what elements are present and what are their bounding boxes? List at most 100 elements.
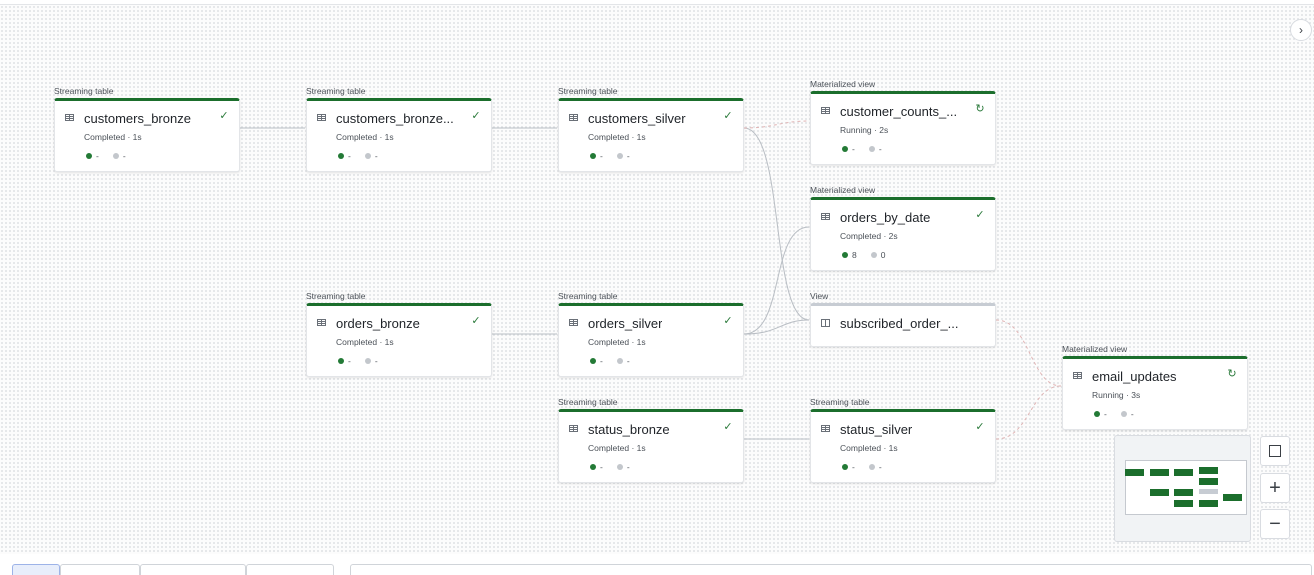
dropped-dot-icon: [616, 357, 623, 364]
metric-dropped: -: [374, 355, 378, 366]
view-icon: [821, 319, 830, 327]
minimap-node: [1174, 489, 1193, 496]
node-orders_by_date[interactable]: Materialized view orders_by_date ✓ Compl…: [810, 185, 996, 271]
metric-dropped: -: [626, 461, 630, 472]
table-icon: [317, 114, 326, 121]
check-circle-icon: ✓: [471, 315, 481, 327]
dropped-dot-icon: [364, 357, 371, 364]
check-circle-icon: ✓: [219, 110, 229, 122]
dropped-dot-icon: [870, 251, 877, 258]
node-metrics: --: [338, 355, 392, 366]
node-metrics: --: [1094, 408, 1148, 419]
node-customers_bronze_2[interactable]: Streaming table customers_bronze... ✓ Co…: [306, 86, 492, 172]
upserted-dot-icon: [590, 357, 596, 364]
fit-screen-button[interactable]: [1260, 436, 1290, 466]
zoom-out-button[interactable]: −: [1260, 509, 1290, 539]
node-subscribed_order[interactable]: View subscribed_order_...: [810, 291, 996, 347]
check-circle-icon: ✓: [975, 421, 985, 433]
node-name: status_silver: [840, 422, 913, 437]
minimap-node: [1174, 500, 1193, 507]
node-type-label: Materialized view: [810, 79, 876, 89]
node-orders_silver[interactable]: Streaming table orders_silver ✓ Complete…: [558, 291, 744, 377]
node-type-label: Streaming table: [558, 291, 618, 301]
minus-icon: −: [1269, 513, 1281, 535]
plus-icon: +: [1269, 477, 1281, 499]
minimap-node: [1199, 500, 1218, 507]
minimap-node: [1199, 467, 1218, 474]
check-circle-icon: ✓: [723, 110, 733, 122]
node-status_silver[interactable]: Streaming table status_silver ✓ Complete…: [810, 397, 996, 483]
metric-upserted: -: [600, 355, 603, 366]
zoom-in-button[interactable]: +: [1260, 473, 1290, 503]
node-status: Completed · 1s: [336, 337, 394, 347]
bottom-tab[interactable]: [140, 564, 246, 575]
node-status_bronze[interactable]: Streaming table status_bronze ✓ Complete…: [558, 397, 744, 483]
node-orders_bronze[interactable]: Streaming table orders_bronze ✓ Complete…: [306, 291, 492, 377]
upserted-dot-icon: [842, 145, 848, 152]
node-status: Completed · 1s: [840, 443, 898, 453]
bottom-tab[interactable]: [60, 564, 140, 575]
node-type-label: Materialized view: [810, 185, 876, 195]
node-type-label: Streaming table: [306, 291, 366, 301]
upserted-dot-icon: [338, 152, 344, 159]
fit-screen-icon: [1275, 445, 1281, 451]
upserted-dot-icon: [842, 251, 848, 258]
node-status: Completed · 1s: [588, 443, 646, 453]
minimap-node: [1150, 469, 1169, 476]
node-name: customer_counts_...: [840, 104, 958, 119]
fit-screen-icon: [1269, 445, 1275, 451]
refresh-icon: ↻: [975, 103, 985, 115]
table-icon: [821, 107, 830, 114]
metric-dropped: 0: [880, 249, 886, 260]
node-name: customers_bronze...: [336, 111, 454, 126]
node-type-label: Streaming table: [558, 86, 618, 96]
metric-upserted: -: [348, 150, 351, 161]
node-status: Running · 2s: [840, 125, 889, 135]
pipeline-graph-canvas[interactable]: Streaming table customers_bronze ✓ Compl…: [0, 4, 1314, 555]
node-name: status_bronze: [588, 422, 670, 437]
node-metrics: --: [590, 461, 644, 472]
node-customers_bronze[interactable]: Streaming table customers_bronze ✓ Compl…: [54, 86, 240, 172]
upserted-dot-icon: [590, 463, 596, 470]
node-metrics: --: [590, 150, 644, 161]
bottom-tab[interactable]: [246, 564, 334, 575]
upserted-dot-icon: [590, 152, 596, 159]
metric-upserted: -: [96, 150, 99, 161]
graph-minimap[interactable]: [1114, 435, 1251, 542]
dependency-edges: [240, 120, 1062, 440]
edge-customers_silver-customer_counts: [743, 120, 810, 129]
chevron-right-icon[interactable]: ›: [1290, 19, 1312, 41]
dropped-dot-icon: [364, 152, 371, 159]
minimap-node: [1174, 469, 1193, 476]
upserted-dot-icon: [1094, 410, 1100, 417]
refresh-icon: ↻: [1227, 368, 1237, 380]
edge-status_silver-email_updates: [995, 385, 1062, 440]
node-name: customers_silver: [588, 111, 686, 126]
node-status: Completed · 1s: [336, 132, 394, 142]
node-name: orders_silver: [588, 316, 663, 331]
dropped-dot-icon: [616, 463, 623, 470]
node-type-label: Streaming table: [810, 397, 870, 407]
node-customers_silver[interactable]: Streaming table customers_silver ✓ Compl…: [558, 86, 744, 172]
table-icon: [821, 213, 830, 220]
metric-dropped: -: [1130, 408, 1134, 419]
edge-subscribed_order-email_updates: [995, 319, 1062, 387]
bottom-tab[interactable]: [12, 564, 60, 575]
dropped-dot-icon: [868, 463, 875, 470]
minimap-node: [1223, 494, 1242, 501]
node-status: Completed · 1s: [588, 337, 646, 347]
node-email_updates[interactable]: Materialized view email_updates ↻ Runnin…: [1062, 344, 1248, 430]
minimap-node: [1199, 478, 1218, 485]
bottom-panel-tabs: [0, 554, 1314, 575]
minimap-node: [1199, 489, 1218, 494]
table-icon: [65, 114, 74, 121]
node-type-label: Streaming table: [558, 397, 618, 407]
table-icon: [569, 425, 578, 432]
node-customer_counts[interactable]: Materialized view customer_counts_... ↻ …: [810, 79, 996, 165]
metric-dropped: -: [374, 150, 378, 161]
fit-screen-icon: [1275, 451, 1281, 457]
node-type-label: Materialized view: [1062, 344, 1128, 354]
table-icon: [821, 425, 830, 432]
dropped-dot-icon: [616, 152, 623, 159]
